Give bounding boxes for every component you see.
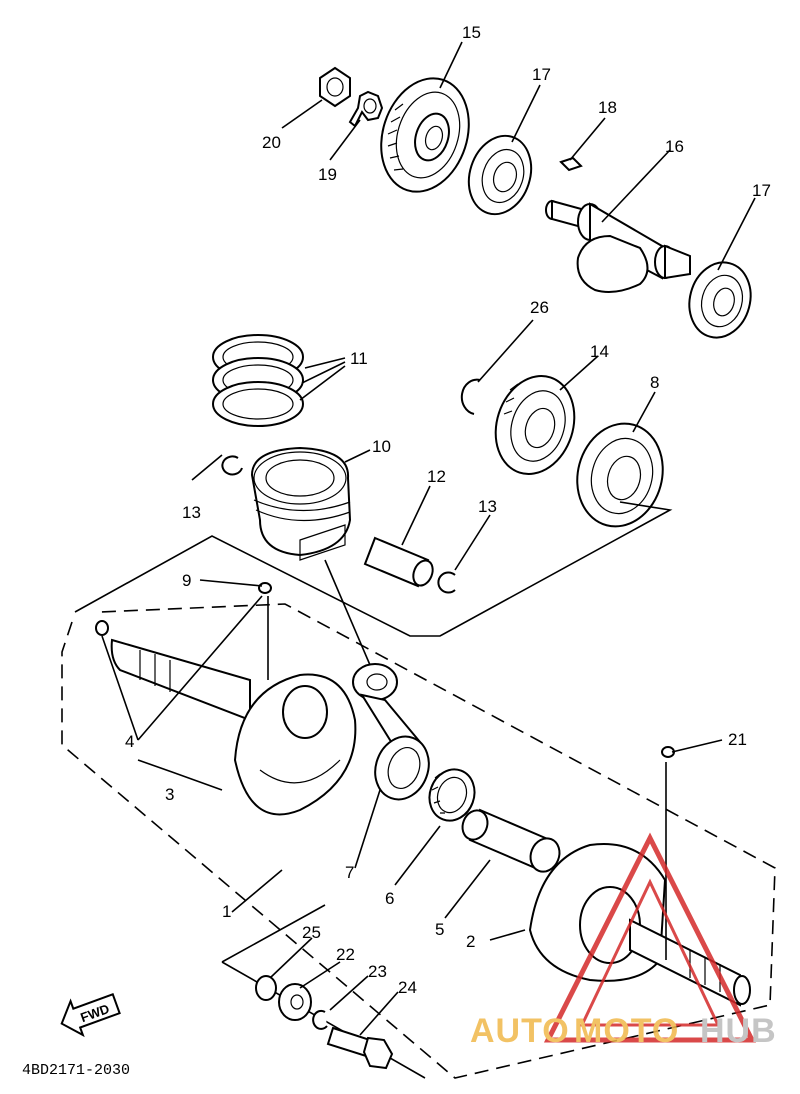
part-circlip-26 — [460, 378, 481, 415]
part-bolt — [326, 1026, 394, 1070]
part-balancer-gear — [380, 77, 470, 193]
part-washer — [278, 983, 312, 1021]
callout-21: 21 — [728, 730, 747, 749]
part-crank-pin — [461, 808, 561, 873]
callout-13-right: 13 — [478, 497, 497, 516]
part-bearing-14 — [494, 375, 576, 475]
part-balancer-shaft — [545, 199, 691, 293]
part-bearing-lower — [688, 261, 752, 339]
part-piston — [250, 446, 352, 561]
watermark-moto: MOTO — [574, 1012, 679, 1050]
callout-10: 10 — [372, 437, 391, 456]
callout-3: 3 — [165, 785, 174, 804]
part-nut — [319, 66, 351, 108]
callout-5: 5 — [435, 920, 444, 939]
watermark: AUTO MOTO HUB — [470, 832, 777, 1050]
callout-23: 23 — [368, 962, 387, 981]
callout-26: 26 — [530, 298, 549, 317]
fwd-arrow: FWD — [60, 993, 121, 1038]
callout-20: 20 — [262, 133, 281, 152]
callout-13-left: 13 — [182, 503, 201, 522]
callout-18: 18 — [598, 98, 617, 117]
callout-25: 25 — [302, 923, 321, 942]
callout-4: 4 — [125, 732, 134, 751]
callout-11: 11 — [350, 349, 368, 368]
callout-22: 22 — [336, 945, 355, 964]
bolt-group-boundary — [221, 904, 426, 1079]
part-lock-washer — [348, 90, 384, 128]
part-connecting-rod — [352, 663, 430, 801]
part-key — [559, 156, 583, 172]
watermark-auto: AUTO — [470, 1012, 570, 1050]
callout-8: 8 — [650, 373, 659, 392]
bolt-kit-group — [255, 975, 394, 1070]
balancer-group — [319, 66, 752, 339]
leader-lines — [101, 41, 756, 1036]
watermark-hub: HUB — [700, 1012, 777, 1050]
part-needle-bearing — [428, 768, 476, 822]
part-piston-rings — [212, 334, 304, 427]
part-circlip-left — [221, 455, 243, 476]
callout-17-lower: 17 — [752, 181, 771, 200]
part-crank-left — [95, 582, 357, 816]
callout-7: 7 — [345, 863, 354, 882]
part-circlip-23 — [312, 1009, 328, 1030]
callout-19: 19 — [318, 165, 337, 184]
callout-17-upper: 17 — [532, 65, 551, 84]
callout-24: 24 — [398, 978, 417, 997]
callout-12: 12 — [427, 467, 446, 486]
callout-14: 14 — [590, 342, 609, 361]
callout-1: 1 — [222, 902, 231, 921]
callout-2: 2 — [466, 932, 475, 951]
diagram-code: 4BD2171-2030 — [22, 1062, 130, 1079]
callout-6: 6 — [385, 889, 394, 908]
callout-16: 16 — [665, 137, 684, 156]
watermark-triangle-logo — [543, 832, 757, 1043]
piston-group-boundary — [74, 501, 673, 637]
callout-15: 15 — [462, 23, 481, 42]
part-piston-pin — [363, 536, 434, 588]
callout-labels: 15 17 18 16 17 20 19 11 26 14 8 10 12 13… — [125, 23, 771, 997]
part-circlip-right — [437, 571, 456, 594]
part-bearing-8 — [576, 422, 664, 528]
part-o-ring — [255, 975, 277, 1001]
callout-9: 9 — [182, 571, 191, 590]
part-bearing-upper — [467, 134, 533, 216]
